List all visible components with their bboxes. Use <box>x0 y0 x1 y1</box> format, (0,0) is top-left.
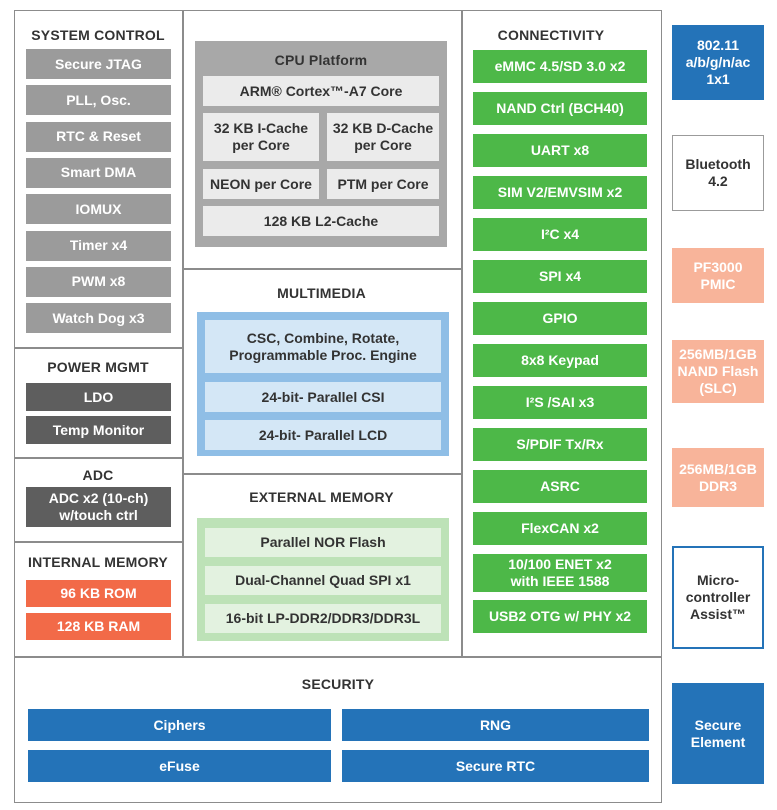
system-control-item: PWM x8 <box>26 266 171 297</box>
side-nand-flash-block: 256MB/1GB NAND Flash (SLC) <box>672 340 764 403</box>
divider-security <box>14 656 662 658</box>
connectivity-title: CONNECTIVITY <box>497 27 605 43</box>
security-ciphers-block: Ciphers <box>28 709 331 741</box>
external-memory-title: EXTERNAL MEMORY <box>249 489 394 505</box>
system-control-item: Secure JTAG <box>26 49 171 79</box>
connectivity-item: USB2 OTG w/ PHY x2 <box>473 600 647 633</box>
cpu-ptm-block: PTM per Core <box>327 169 439 199</box>
system-control-item: Watch Dog x3 <box>26 303 171 334</box>
multimedia-lcd-block: 24-bit- Parallel LCD <box>205 420 441 450</box>
side-pmic-block: PF3000 PMIC <box>672 248 764 303</box>
connectivity-item: I²S /SAI x3 <box>473 386 647 419</box>
security-secure-rtc-block: Secure RTC <box>342 750 649 782</box>
cpu-dcache-block: 32 KB D-Cache per Core <box>327 113 439 161</box>
security-efuse-block: eFuse <box>28 750 331 782</box>
cpu-icache-block: 32 KB I-Cache per Core <box>203 113 319 161</box>
multimedia-csi-block: 24-bit- Parallel CSI <box>205 382 441 412</box>
connectivity-item: ASRC <box>473 470 647 503</box>
power-mgmt-title: POWER MGMT <box>47 359 149 375</box>
side-secure-element-block: Secure Element <box>672 683 764 784</box>
internal-memory-title: INTERNAL MEMORY <box>28 554 168 570</box>
cpu-neon-block: NEON per Core <box>203 169 319 199</box>
connectivity-item: NAND Ctrl (BCH40) <box>473 92 647 125</box>
adc-block: ADC x2 (10-ch) w/touch ctrl <box>26 487 171 527</box>
multimedia-engine-block: CSC, Combine, Rotate, Programmable Proc.… <box>205 320 441 373</box>
system-control-title: SYSTEM CONTROL <box>31 27 165 43</box>
divider-multimedia <box>182 268 461 270</box>
system-control-item: IOMUX <box>26 194 171 225</box>
divider-internal-memory <box>14 541 182 543</box>
connectivity-item: UART x8 <box>473 134 647 167</box>
system-control-item: Smart DMA <box>26 157 171 188</box>
connectivity-item: SIM V2/EMVSIM x2 <box>473 176 647 209</box>
side-microcontroller-block: Micro- controller Assist™ <box>672 546 764 649</box>
cpu-platform-title: CPU Platform <box>274 52 368 68</box>
internal-memory-item: 128 KB RAM <box>26 613 171 640</box>
external-memory-qspi-block: Dual-Channel Quad SPI x1 <box>205 566 441 595</box>
cpu-l2-cache-block: 128 KB L2-Cache <box>203 206 439 236</box>
connectivity-item: FlexCAN x2 <box>473 512 647 545</box>
power-mgmt-item: LDO <box>26 383 171 411</box>
external-memory-ddr-block: 16-bit LP-DDR2/DDR3/DDR3L <box>205 604 441 633</box>
adc-title: ADC <box>82 467 114 483</box>
system-control-item: PLL, Osc. <box>26 85 171 116</box>
multimedia-title: MULTIMEDIA <box>277 285 366 301</box>
side-ddr3-block: 256MB/1GB DDR3 <box>672 448 764 507</box>
connectivity-item: eMMC 4.5/SD 3.0 x2 <box>473 50 647 83</box>
security-rng-block: RNG <box>342 709 649 741</box>
system-control-item: RTC & Reset <box>26 121 171 152</box>
connectivity-item: SPI x4 <box>473 260 647 293</box>
connectivity-item: 10/100 ENET x2 with IEEE 1588 <box>473 554 647 592</box>
connectivity-item: S/PDIF Tx/Rx <box>473 428 647 461</box>
security-title: SECURITY <box>301 676 375 692</box>
connectivity-item: I²C x4 <box>473 218 647 251</box>
system-control-item: Timer x4 <box>26 230 171 261</box>
power-mgmt-item: Temp Monitor <box>26 416 171 444</box>
divider-right-column <box>461 10 463 656</box>
side-wifi-block: 802.11 a/b/g/n/ac 1x1 <box>672 25 764 100</box>
connectivity-item: 8x8 Keypad <box>473 344 647 377</box>
external-memory-nor-block: Parallel NOR Flash <box>205 528 441 557</box>
side-bluetooth-block: Bluetooth 4.2 <box>672 135 764 211</box>
divider-left-column <box>182 10 184 656</box>
divider-power <box>14 347 182 349</box>
cpu-core-block: ARM® Cortex™-A7 Core <box>203 76 439 106</box>
internal-memory-item: 96 KB ROM <box>26 580 171 607</box>
divider-adc <box>14 457 182 459</box>
connectivity-item: GPIO <box>473 302 647 335</box>
divider-external-memory <box>182 473 461 475</box>
